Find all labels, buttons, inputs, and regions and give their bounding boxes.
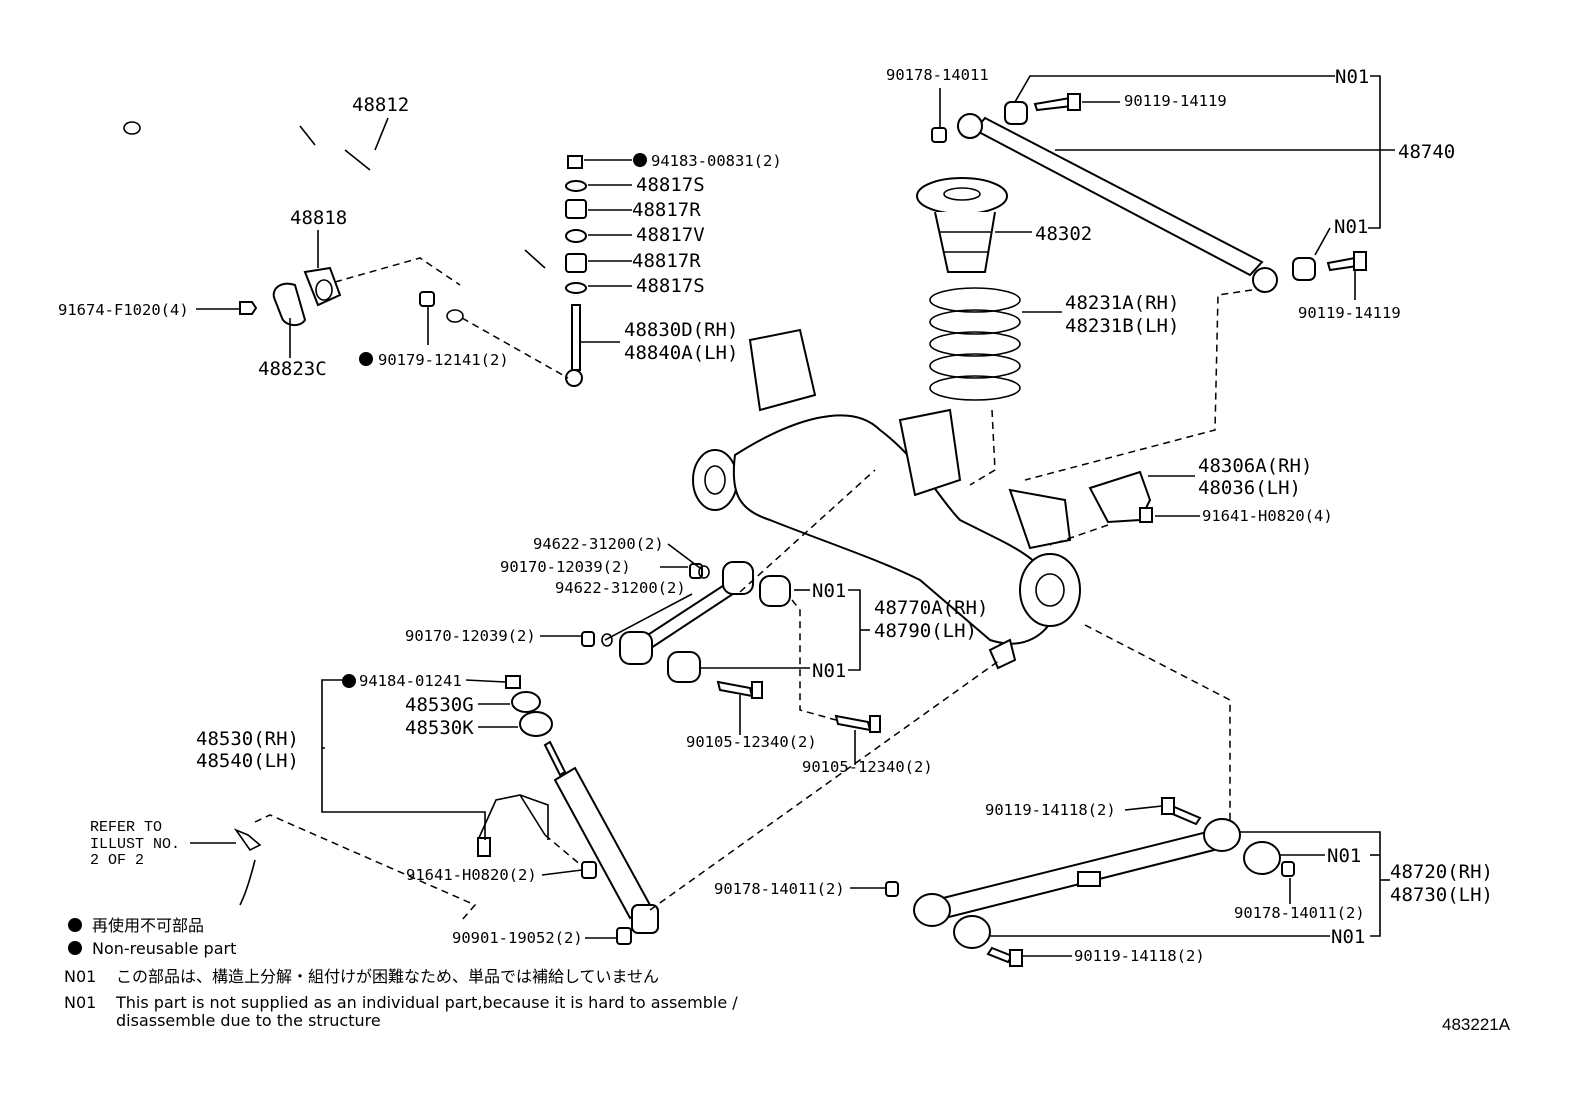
label-n01-top: N01 (1335, 66, 1369, 88)
label-90901: 90901-19052(2) (452, 929, 583, 947)
assembly-dashed-lines (254, 257, 1253, 921)
label-n01-770b: N01 (812, 660, 846, 682)
label-48840a: 48840A(LH) (624, 342, 738, 364)
stabilizer-link-stack (419, 155, 587, 387)
label-48818: 48818 (290, 207, 347, 229)
label-90119-118a: 90119-14118(2) (985, 801, 1116, 819)
label-48812: 48812 (352, 94, 409, 116)
refer-line-3: 2 OF 2 (90, 852, 144, 869)
label-90119-top: 90119-14119 (1124, 92, 1227, 110)
legend-n01-code-jp: N01 (64, 967, 96, 986)
label-94183: 94183-00831(2) (651, 152, 782, 170)
label-48720: 48720(RH) (1390, 861, 1493, 883)
label-90179: 90179-12141(2) (378, 351, 509, 369)
label-90178-top: 90178-14011 (886, 66, 989, 84)
legend-n01-jp: この部品は、構造上分解・組付けが困難なため、単品では補給していません (116, 967, 659, 986)
refer-line-2: ILLUST NO. (90, 836, 180, 853)
label-48817v: 48817V (636, 224, 705, 246)
label-48770a: 48770A(RH) (874, 597, 988, 619)
label-48817s-a: 48817S (636, 174, 705, 196)
label-n01-720a: N01 (1327, 845, 1361, 867)
label-94622-a: 94622-31200(2) (533, 535, 664, 553)
leader-lines (190, 75, 1395, 957)
shock-absorber (477, 675, 659, 945)
label-48306a: 48306A(RH) (1198, 455, 1312, 477)
illustration-id: 483221A (1442, 1015, 1511, 1034)
label-91674: 91674-F1020(4) (58, 301, 189, 319)
label-48740: 48740 (1398, 141, 1455, 163)
axle-housing (692, 328, 1081, 670)
label-48817r-a: 48817R (632, 199, 701, 221)
label-90178-2a: 90178-14011(2) (714, 880, 845, 898)
lateral-control-rod (581, 561, 881, 733)
label-48036: 48036(LH) (1198, 477, 1301, 499)
label-90170-a: 90170-12039(2) (500, 558, 631, 576)
label-48231a: 48231A(RH) (1065, 292, 1179, 314)
label-94622-b: 94622-31200(2) (555, 579, 686, 597)
label-n01-mid: N01 (1334, 216, 1368, 238)
label-48231b: 48231B(LH) (1065, 315, 1179, 337)
label-91641-4: 91641-H0820(4) (1202, 507, 1333, 525)
stabilizer-bushing (239, 266, 342, 326)
speed-sensor-ref (233, 828, 262, 906)
upper-control-arm (931, 93, 1367, 293)
label-90178-2b: 90178-14011(2) (1234, 904, 1365, 922)
label-48823c: 48823C (258, 358, 327, 380)
legend-en-nonreusable: Non-reusable part (92, 939, 236, 958)
label-94184: 94184-01241 (359, 672, 462, 690)
label-90170-b: 90170-12039(2) (405, 627, 536, 645)
coil-spring (929, 287, 1021, 401)
spring-seat-bracket (1088, 470, 1153, 524)
label-48830d: 48830D(RH) (624, 319, 738, 341)
lower-control-arm (885, 797, 1295, 967)
label-90119-right: 90119-14119 (1298, 304, 1401, 322)
stabilizer-bar (123, 115, 557, 325)
label-91641-2: 91641-H0820(2) (406, 866, 537, 884)
label-48530k: 48530K (405, 717, 474, 739)
label-90105-a: 90105-12340(2) (686, 733, 817, 751)
refer-line-1: REFER TO (90, 819, 162, 836)
label-48817r-b: 48817R (632, 250, 701, 272)
legend-n01-en-2: disassemble due to the structure (116, 1011, 381, 1030)
label-n01-720b: N01 (1331, 926, 1365, 948)
label-48730: 48730(LH) (1390, 884, 1493, 906)
legend-n01-en-1: This part is not supplied as an individu… (115, 993, 738, 1012)
label-90119-118b: 90119-14118(2) (1074, 947, 1205, 965)
label-48540: 48540(LH) (196, 750, 299, 772)
non-reusable-markers (68, 153, 647, 955)
label-n01-770a: N01 (812, 580, 846, 602)
label-48790: 48790(LH) (874, 620, 977, 642)
label-48817s-b: 48817S (636, 275, 705, 297)
label-90105-b: 90105-12340(2) (802, 758, 933, 776)
label-48530g: 48530G (405, 694, 474, 716)
label-48530: 48530(RH) (196, 728, 299, 750)
bump-stopper (916, 177, 1008, 273)
legend-n01-code-en: N01 (64, 993, 96, 1012)
label-48302: 48302 (1035, 223, 1092, 245)
legend-jp-nonreusable: 再使用不可部品 (92, 916, 204, 935)
